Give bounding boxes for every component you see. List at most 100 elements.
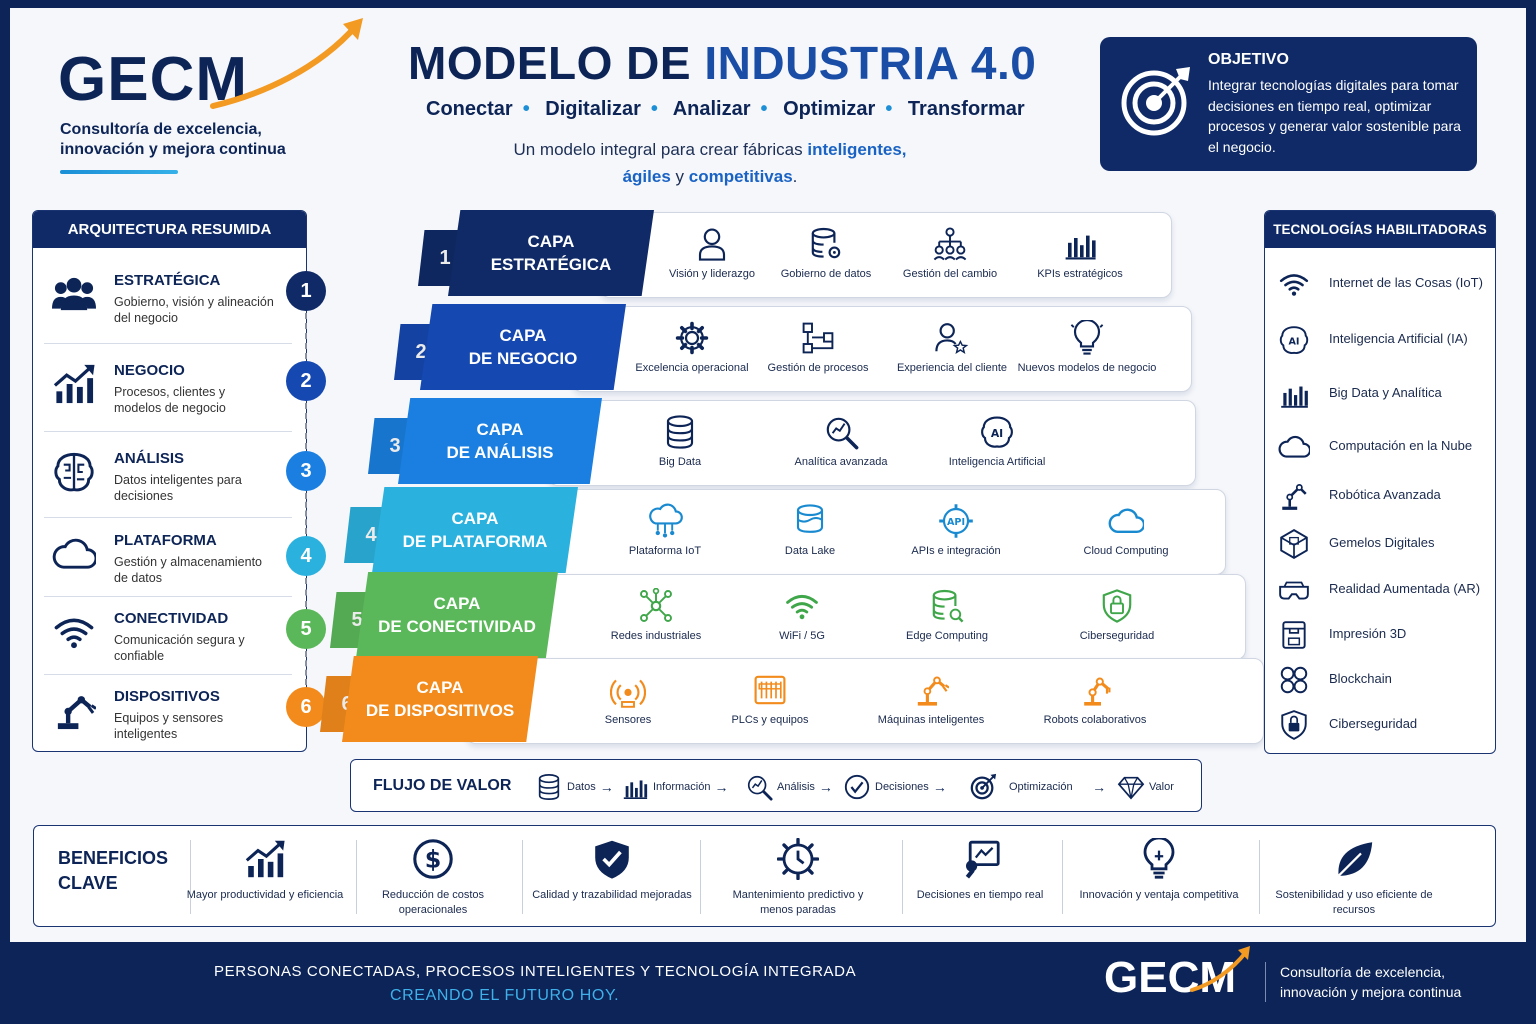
layer-title-2: DE NEGOCIO — [468, 349, 578, 368]
layer-feature-label: KPIs estratégicos — [1037, 268, 1123, 280]
subtitle-highlight: competitivas — [688, 167, 793, 186]
tech-label: Blockchain — [1329, 671, 1392, 686]
tecnologia-item: Impresión 3D — [1278, 619, 1493, 649]
arch-connector — [305, 578, 307, 607]
brand-tagline: Consultoría de excelencia, innovación y … — [60, 120, 286, 160]
subtitle-text: Un modelo integral para crear fábricas — [513, 140, 808, 159]
process-flow-icon — [802, 322, 834, 354]
layer-feature-label: Gobierno de datos — [780, 268, 872, 280]
layer-feature: Sensores — [558, 672, 698, 727]
layer-feature: Nuevos modelos de negocio — [1017, 320, 1157, 375]
layer-title-1: CAPA — [433, 594, 481, 613]
beneficio-label: Sostenibilidad y uso eficiente de recurs… — [1275, 889, 1433, 916]
layer-feature: Big Data — [610, 414, 750, 469]
flow-step-label: Datos — [567, 781, 596, 793]
layer-feature-label: WiFi / 5G — [779, 630, 825, 642]
tech-icon-wrap — [1278, 619, 1310, 656]
flow-arrow-icon: → — [714, 779, 729, 795]
tagline-line-2: innovación y mejora continua — [60, 141, 286, 158]
flow-step-label: Optimización — [1009, 781, 1073, 793]
svg-text:API: API — [947, 517, 965, 528]
analytics-icon — [826, 417, 859, 450]
layer-feature-label: Gestión de procesos — [767, 362, 869, 374]
flow-step: Decisiones→ — [843, 772, 947, 802]
verbs-row: Conectar• Digitalizar• Analizar• Optimiz… — [426, 98, 1025, 120]
beneficio-label: Decisiones en tiempo real — [916, 889, 1044, 901]
arch-divider — [44, 674, 292, 675]
machine-arm-icon — [917, 676, 949, 706]
logo-underline — [60, 170, 178, 174]
footer-separator — [1265, 962, 1266, 1002]
arch-title: ANÁLISIS — [114, 450, 185, 467]
tech-label: Impresión 3D — [1329, 626, 1407, 641]
layer-feature: KPIs estratégicos — [1010, 226, 1150, 281]
layer-title-1: CAPA — [451, 509, 499, 528]
wifi-icon — [786, 594, 818, 620]
diamond-icon — [1117, 776, 1145, 800]
tech-label: Big Data y Analítica — [1329, 385, 1442, 400]
arch-title: ESTRATÉGICA — [114, 272, 221, 289]
layer-feature: Ciberseguridad — [1047, 588, 1187, 643]
arch-divider — [44, 596, 292, 597]
beneficio-item: $Reducción de costos operacionales — [353, 838, 513, 918]
beneficio-divider — [700, 840, 701, 914]
verb: Analizar — [672, 98, 751, 120]
arch-title: NEGOCIO — [114, 362, 185, 379]
tech-icon-wrap — [1278, 664, 1310, 701]
growth-chart-icon — [245, 840, 285, 878]
beneficio-item: Mantenimiento predictivo y menos paradas — [718, 838, 878, 918]
layer-title-1: CAPA — [499, 326, 547, 345]
footer-logo: GECM — [1104, 953, 1236, 1002]
beneficios-title-2: CLAVE — [58, 873, 118, 893]
arch-connector — [305, 651, 307, 685]
layer-feature: Máquinas inteligentes — [861, 672, 1001, 727]
shield-lock-icon — [1102, 589, 1132, 623]
objetivo-box: OBJETIVO Integrar tecnologías digitales … — [1100, 37, 1477, 171]
footer-growth-arrow-icon — [1190, 946, 1250, 992]
layer-feature-label: Big Data — [658, 456, 702, 468]
tech-icon-wrap — [1278, 709, 1310, 746]
arch-title: PLATAFORMA — [114, 532, 217, 549]
flow-step: Análisis→ — [745, 772, 833, 802]
beneficio-label: Mantenimiento predictivo y menos paradas — [732, 889, 864, 916]
database-gear-icon — [811, 227, 841, 259]
cloud-icon — [52, 538, 98, 569]
beneficio-item: Mayor productividad y eficiencia — [185, 838, 345, 903]
arch-icon-wrap — [52, 362, 96, 411]
subtitle-text: . — [792, 167, 798, 186]
arch-desc: Equipos y sensores inteligentes — [114, 711, 224, 741]
tech-icon-wrap — [1278, 378, 1310, 415]
robot-arm-tech-icon — [1282, 484, 1307, 510]
layer-feature: Gestión del cambio — [880, 226, 1020, 281]
brain-icon — [54, 452, 94, 492]
flow-step-label: Información — [653, 781, 711, 793]
brand-logo: GECM — [58, 18, 363, 115]
bar-chart-icon — [1281, 386, 1308, 408]
layer-feature: Excelencia operacional — [622, 320, 762, 375]
layer-title-1: CAPA — [527, 232, 575, 251]
tech-icon-wrap — [1278, 528, 1310, 565]
layer-feature: Analítica avanzada — [771, 414, 911, 469]
objetivo-text: Integrar tecnologías digitales para toma… — [1208, 77, 1461, 155]
layer-feature-label: Data Lake — [784, 545, 836, 557]
beneficio-label: Mayor productividad y eficiencia — [186, 889, 344, 901]
layer-bar — [522, 489, 1226, 575]
flow-step: Valor — [1117, 772, 1174, 802]
layer-feature-label: Edge Computing — [906, 630, 988, 642]
beneficio-divider — [522, 840, 523, 914]
arch-connector — [305, 313, 307, 359]
layer-title-2: DE PLATAFORMA — [402, 532, 548, 551]
arch-desc: Gobierno, visión y alineación del negoci… — [114, 295, 274, 325]
layer-feature: Gestión de procesos — [748, 320, 888, 375]
target-icon — [1121, 67, 1190, 136]
arch-number-badge: 1 — [286, 271, 326, 311]
dollar-icon: $ — [413, 839, 453, 879]
network-icon — [640, 588, 672, 622]
beneficio-label: Innovación y ventaja competitiva — [1079, 889, 1239, 901]
arch-desc: Gestión y almacenamiento de datos — [114, 555, 262, 585]
arch-desc: Procesos, clientes y modelos de negocio — [114, 385, 226, 415]
target-small-icon — [970, 773, 997, 800]
user-icon — [698, 228, 726, 261]
shield-check-icon — [595, 840, 629, 879]
tech-label: Gemelos Digitales — [1329, 535, 1435, 550]
